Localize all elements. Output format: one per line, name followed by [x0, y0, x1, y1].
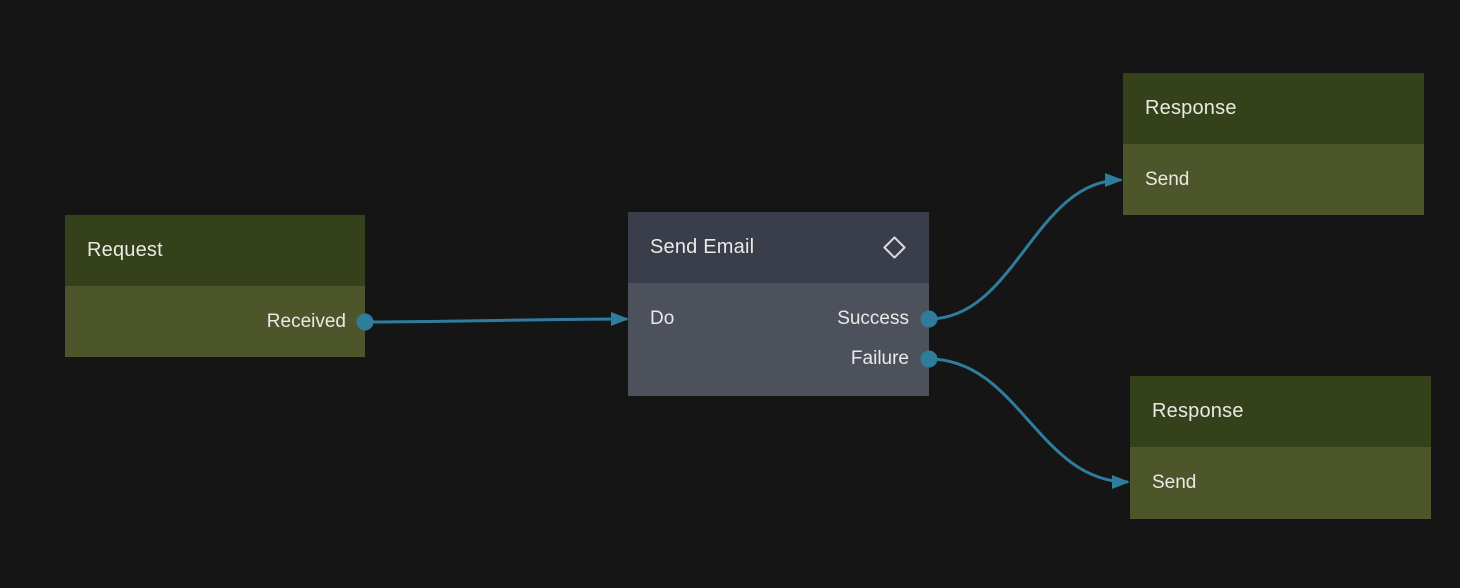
- node-response-top[interactable]: Response Send: [1123, 73, 1424, 215]
- output-port-dot-success[interactable]: [920, 310, 938, 328]
- node-title: Request: [87, 239, 163, 261]
- edge-send-email-success-to-response-send[interactable]: [928, 173, 1123, 321]
- edge-request-received-to-send-email-do[interactable]: [364, 312, 629, 327]
- node-title: Response: [1152, 400, 1244, 422]
- output-port-dot-received[interactable]: [356, 313, 374, 331]
- node-response-bottom-header[interactable]: Response: [1130, 376, 1431, 447]
- node-title: Response: [1145, 97, 1237, 119]
- node-request-header[interactable]: Request: [65, 215, 365, 286]
- node-request[interactable]: Request Received: [65, 215, 365, 357]
- node-response-top-body: Send: [1123, 144, 1424, 215]
- output-port-dot-failure[interactable]: [920, 350, 938, 368]
- node-response-bottom[interactable]: Response Send: [1130, 376, 1431, 519]
- edge-send-email-failure-to-response-send[interactable]: [928, 357, 1130, 489]
- node-send-email-header[interactable]: Send Email: [628, 212, 929, 283]
- node-response-top-header[interactable]: Response: [1123, 73, 1424, 144]
- node-title: Send Email: [650, 236, 755, 258]
- diamond-icon: [882, 235, 907, 260]
